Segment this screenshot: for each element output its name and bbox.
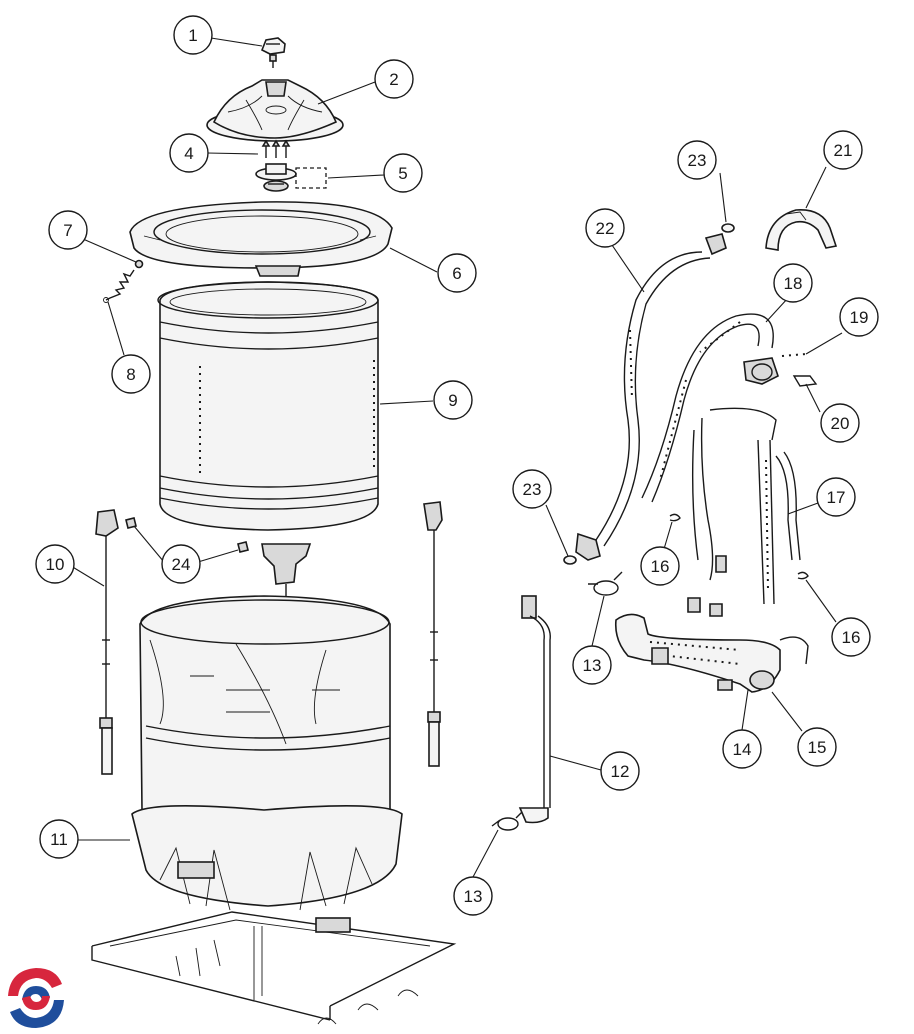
washer-lower [563,555,577,565]
drain-hose-part [518,595,551,824]
callout-19: 19 [839,297,879,337]
spring-part [103,259,144,303]
svg-text:16: 16 [842,628,861,647]
callout-8: 8 [111,354,151,394]
callout-21: 21 [823,130,863,170]
callout-6: 6 [437,253,477,293]
callout-16-lower: 16 [831,617,871,657]
callout-20: 20 [820,403,860,443]
leader-lines [70,37,843,878]
callout-18: 18 [773,263,813,303]
wire-clip-lower [797,571,809,580]
svg-text:13: 13 [583,656,602,675]
inlet-hose-part [575,233,727,561]
svg-text:10: 10 [46,555,65,574]
callout-9: 9 [433,380,473,420]
svg-text:23: 23 [688,151,707,170]
callout-23-lower: 23 [512,469,552,509]
wash-basket-part [157,281,379,531]
hose-bracket-part [765,209,838,251]
clip-part [781,353,807,357]
svg-text:21: 21 [834,141,853,160]
svg-text:4: 4 [184,144,193,163]
tub-ring-part [129,201,393,277]
svg-text:14: 14 [733,740,752,759]
svg-text:13: 13 [464,887,483,906]
svg-text:2: 2 [389,70,398,89]
svg-text:22: 22 [596,219,615,238]
hub-coupling-part [255,163,327,192]
callout-7: 7 [48,210,88,250]
impeller-part [206,79,344,142]
callout-14: 14 [722,729,762,769]
svg-text:12: 12 [611,762,630,781]
svg-text:15: 15 [808,738,827,757]
callout-2: 2 [374,59,414,99]
svg-text:6: 6 [452,264,461,283]
outer-tub-part [131,595,403,911]
svg-text:9: 9 [448,391,457,410]
hose-clamp-lower [491,811,523,831]
wire-harness-part [687,407,801,617]
suspension-rod-left [95,509,119,775]
callout-15: 15 [797,727,837,767]
callout-11: 11 [39,819,79,859]
svg-text:11: 11 [50,830,68,849]
svg-text:19: 19 [850,308,869,327]
svg-text:7: 7 [63,221,72,240]
callout-13-upper: 13 [572,645,612,685]
agitator-cap-part [260,37,286,68]
callout-13-lower: 13 [453,876,493,916]
callout-17: 17 [816,477,856,517]
base-frame-part [91,911,457,1025]
svg-text:23: 23 [523,480,542,499]
callout-22: 22 [585,208,625,248]
nut-parts [125,517,249,553]
svg-text:8: 8 [126,365,135,384]
svg-text:1: 1 [188,26,197,45]
retainer-part [792,375,818,387]
brand-logo-icon [6,968,66,1028]
svg-text:18: 18 [784,274,803,293]
wire-clip-upper [669,513,681,522]
corrugated-hose-part [641,313,779,503]
svg-text:20: 20 [831,414,850,433]
callout-5: 5 [383,153,423,193]
suspension-rod-right [423,501,443,767]
callout-12: 12 [600,751,640,791]
drain-pump-part [614,613,809,693]
washer-upper [721,223,735,233]
svg-text:24: 24 [172,555,191,574]
callout-24: 24 [161,544,201,584]
callout-4: 4 [169,133,209,173]
callout-10: 10 [35,544,75,584]
svg-text:17: 17 [827,488,846,507]
callout-23-upper: 23 [677,140,717,180]
svg-text:5: 5 [398,164,407,183]
callout-1: 1 [173,15,213,55]
screws-part [261,139,291,158]
hose-clamp-upper [588,571,623,596]
svg-text:16: 16 [651,557,670,576]
callout-16-upper: 16 [640,546,680,586]
